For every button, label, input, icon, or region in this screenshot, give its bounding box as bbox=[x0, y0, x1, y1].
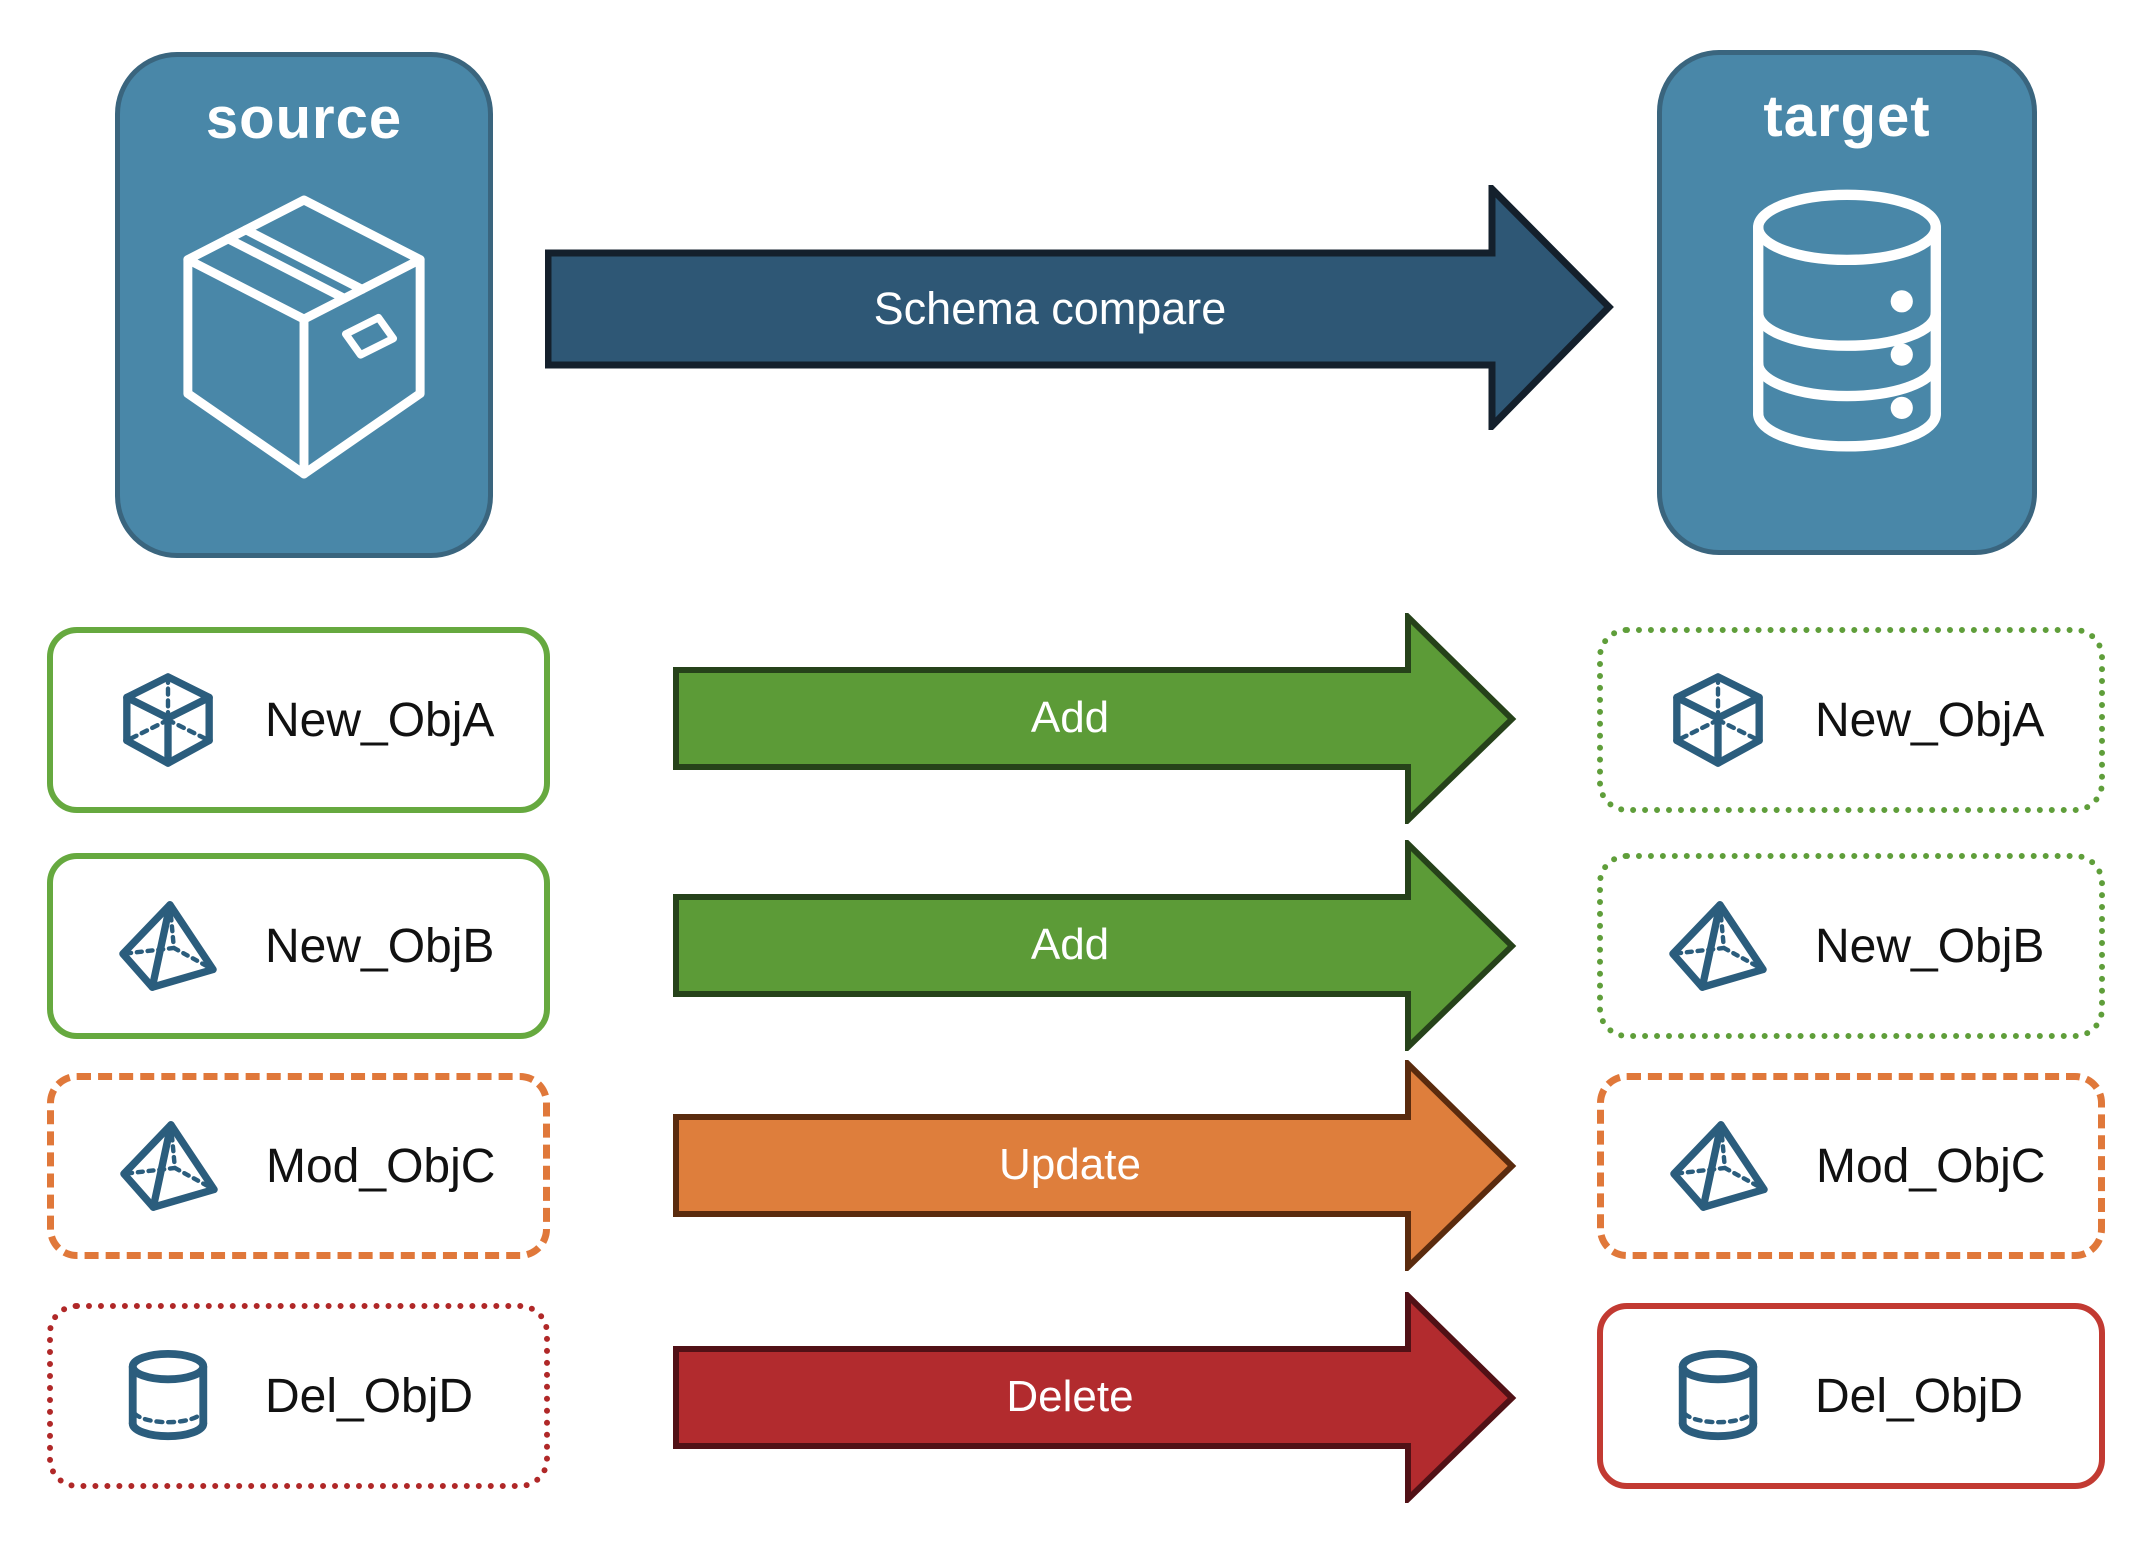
pyramid-icon bbox=[119, 901, 217, 991]
object-label: New_ObjB bbox=[265, 919, 495, 973]
object-label: Mod_ObjC bbox=[1816, 1139, 2046, 1193]
pyramid-icon bbox=[1669, 901, 1767, 991]
delete-arrow bbox=[673, 1292, 1517, 1503]
cube-icon bbox=[123, 673, 213, 767]
target-node: target bbox=[1657, 50, 2037, 555]
add-arrow bbox=[673, 840, 1517, 1051]
target-object-card-mod-objc: Mod_ObjC bbox=[1597, 1073, 2105, 1259]
target-object-card-del-objd: Del_ObjD bbox=[1597, 1303, 2105, 1489]
update-arrow-label: Update bbox=[999, 1140, 1141, 1189]
pyramid-icon bbox=[120, 1121, 218, 1211]
cylinder-icon bbox=[1678, 1349, 1758, 1441]
schema-compare-arrow bbox=[545, 185, 1614, 430]
schema-compare-arrow-label: Schema compare bbox=[873, 283, 1227, 334]
source-object-card-new-obja: New_ObjA bbox=[47, 627, 550, 813]
delete-arrow-label: Delete bbox=[1006, 1372, 1134, 1421]
pyramid-icon bbox=[1670, 1121, 1768, 1211]
object-label: Mod_ObjC bbox=[266, 1139, 496, 1193]
cylinder-icon bbox=[128, 1349, 208, 1441]
source-object-card-del-objd: Del_ObjD bbox=[47, 1303, 550, 1489]
target-object-card-new-obja: New_ObjA bbox=[1597, 627, 2105, 813]
source-node: source bbox=[115, 52, 493, 558]
database-icon bbox=[1753, 189, 1941, 452]
add-arrow bbox=[673, 613, 1517, 824]
object-label: New_ObjB bbox=[1815, 919, 2045, 973]
add-arrow-label: Add bbox=[1030, 693, 1110, 742]
object-label: New_ObjA bbox=[265, 693, 495, 747]
update-arrow bbox=[673, 1060, 1517, 1271]
object-label: Del_ObjD bbox=[265, 1369, 474, 1423]
object-label: New_ObjA bbox=[1815, 693, 2045, 747]
source-title: source bbox=[205, 86, 403, 151]
object-label: Del_ObjD bbox=[1815, 1369, 2024, 1423]
source-object-card-mod-objc: Mod_ObjC bbox=[47, 1073, 550, 1259]
cube-icon bbox=[1673, 673, 1763, 767]
target-object-card-new-objb: New_ObjB bbox=[1597, 853, 2105, 1039]
target-title: target bbox=[1763, 84, 1931, 149]
add-arrow-label: Add bbox=[1030, 920, 1110, 969]
source-object-card-new-objb: New_ObjB bbox=[47, 853, 550, 1039]
package-box-icon bbox=[183, 195, 425, 479]
